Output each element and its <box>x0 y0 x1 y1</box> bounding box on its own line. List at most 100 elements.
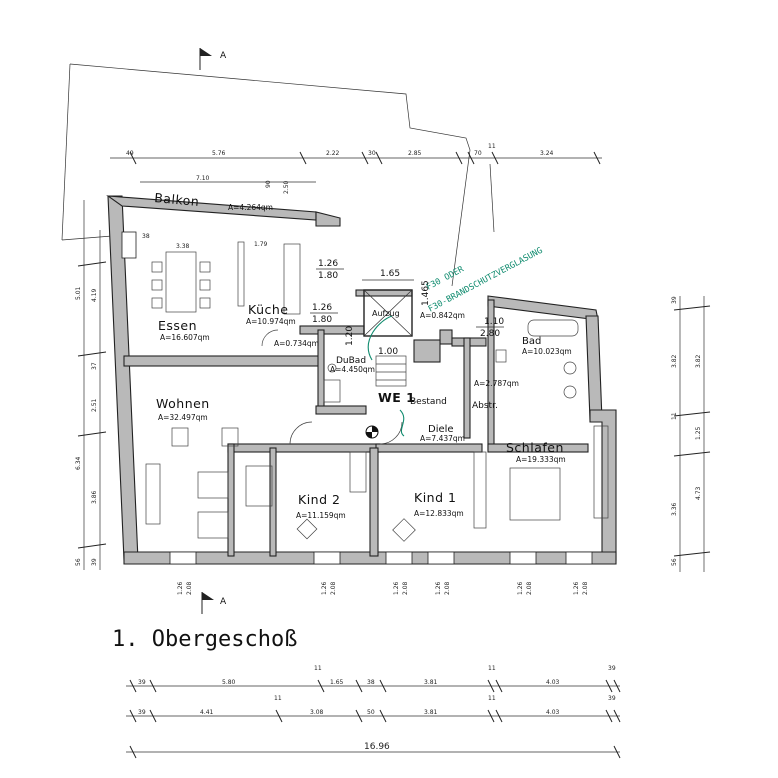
svg-text:3.86: 3.86 <box>91 490 98 504</box>
svg-text:2.80: 2.80 <box>480 329 500 339</box>
svg-text:3.82: 3.82 <box>695 354 702 368</box>
svg-text:5.01: 5.01 <box>75 286 82 300</box>
opening-dims: 3.38 1.79 38 1.26 1.80 1.26 1.80 1.65 1.… <box>142 233 504 357</box>
svg-text:50: 50 <box>367 709 375 716</box>
svg-text:2.50: 2.50 <box>283 180 290 194</box>
area-diele: A=7.437qm <box>420 434 465 443</box>
area-dubad: A=4.450qm <box>330 365 375 374</box>
svg-text:16.96: 16.96 <box>364 742 390 752</box>
svg-text:39: 39 <box>91 558 98 566</box>
dimension-chain-bottom-1: 39 5.80 11 1.65 38 3.81 11 4.03 39 <box>126 665 621 693</box>
page-title: 1. Obergeschoß <box>112 627 297 652</box>
room-kueche: Küche <box>248 302 288 317</box>
room-abstr: Abstr. <box>472 401 498 411</box>
interior-walls <box>123 289 589 557</box>
svg-text:38: 38 <box>367 679 375 686</box>
svg-text:2.85: 2.85 <box>408 150 422 157</box>
svg-text:3.82: 3.82 <box>671 354 678 368</box>
svg-text:1.26: 1.26 <box>517 581 524 595</box>
svg-text:3.08: 3.08 <box>310 709 324 716</box>
svg-text:4.03: 4.03 <box>546 709 560 716</box>
svg-text:39: 39 <box>608 695 616 702</box>
dimension-chain-bottom-2: 39 4.41 11 3.08 50 3.81 11 4.03 39 <box>126 695 621 723</box>
svg-text:1.20: 1.20 <box>345 326 355 346</box>
svg-text:90: 90 <box>265 180 272 188</box>
svg-text:1.26: 1.26 <box>435 581 442 595</box>
area-abstr: A=2.787qm <box>474 379 519 388</box>
svg-text:1.25: 1.25 <box>695 426 702 440</box>
area-kind1: A=12.833qm <box>414 509 464 518</box>
svg-text:1.26: 1.26 <box>573 581 580 595</box>
section-marker-bottom: A <box>201 592 227 614</box>
area-essen: A=16.607qm <box>160 333 210 342</box>
svg-text:2.08: 2.08 <box>444 581 451 595</box>
svg-text:3.81: 3.81 <box>424 709 438 716</box>
svg-text:4.03: 4.03 <box>546 679 560 686</box>
room-we: WE 1 <box>378 390 415 405</box>
svg-text:3.38: 3.38 <box>176 243 190 250</box>
svg-text:39: 39 <box>138 709 146 716</box>
section-marker-label: A <box>220 51 227 61</box>
area-kueche: A=10.974qm <box>246 317 296 326</box>
room-labels: Balkon A=4.264qm Essen A=16.607qm Küche … <box>154 190 572 520</box>
svg-text:39: 39 <box>138 679 146 686</box>
room-kind2: Kind 2 <box>298 492 340 507</box>
svg-text:6.34: 6.34 <box>75 456 82 470</box>
svg-text:1.26: 1.26 <box>321 581 328 595</box>
svg-text:1.00: 1.00 <box>378 347 398 357</box>
svg-text:11: 11 <box>671 412 678 420</box>
svg-text:1.65: 1.65 <box>380 269 400 279</box>
area-schlafen: A=19.333qm <box>516 455 566 464</box>
svg-text:2.51: 2.51 <box>91 398 98 412</box>
svg-text:5.80: 5.80 <box>222 679 236 686</box>
svg-text:2.08: 2.08 <box>402 581 409 595</box>
svg-text:4.19: 4.19 <box>91 288 98 302</box>
svg-text:11: 11 <box>488 665 496 672</box>
svg-text:37: 37 <box>91 362 98 370</box>
svg-text:5.76: 5.76 <box>212 150 226 157</box>
area-wohnen: A=32.497qm <box>158 413 208 422</box>
area-bad: A=10.023qm <box>522 347 572 356</box>
area-aufzug: A=0.842qm <box>420 311 465 320</box>
room-schlafen: Schlafen <box>506 440 564 455</box>
svg-text:30: 30 <box>368 150 376 157</box>
svg-text:2.08: 2.08 <box>526 581 533 595</box>
svg-text:3.24: 3.24 <box>540 150 554 157</box>
dimension-chain-left: 5.01 4.19 37 2.51 6.34 3.86 56 39 <box>75 200 107 570</box>
svg-text:11: 11 <box>274 695 282 702</box>
svg-text:39: 39 <box>608 665 616 672</box>
svg-text:11: 11 <box>488 695 496 702</box>
svg-text:1.26: 1.26 <box>177 581 184 595</box>
room-aufzug: Aufzug <box>372 309 400 318</box>
svg-text:1.79: 1.79 <box>254 241 268 248</box>
dimension-total: 16.96 <box>126 742 621 759</box>
svg-text:1.465: 1.465 <box>421 280 431 306</box>
room-diele: Diele <box>428 424 454 435</box>
section-marker-label: A <box>220 597 227 607</box>
furniture <box>145 241 609 542</box>
room-bestand: Bestand <box>410 397 447 407</box>
room-bad: Bad <box>522 336 541 347</box>
window-dims-bottom: 1.26 2.08 1.26 2.08 1.26 2.08 1.26 2.08 … <box>177 581 589 595</box>
roof-outline <box>69 63 471 287</box>
balkon-dimensions: 7.10 90 2.50 <box>140 175 316 194</box>
svg-text:1.80: 1.80 <box>318 271 338 281</box>
room-dubad: DuBad <box>336 356 366 366</box>
svg-text:2.22: 2.22 <box>326 150 340 157</box>
svg-text:11: 11 <box>488 143 496 150</box>
svg-text:56: 56 <box>671 558 678 566</box>
svg-text:1.26: 1.26 <box>318 259 338 269</box>
svg-text:1.10: 1.10 <box>484 317 504 327</box>
svg-text:1.26: 1.26 <box>312 303 332 313</box>
svg-text:49: 49 <box>126 150 134 157</box>
room-balkon: Balkon <box>154 190 200 209</box>
svg-text:38: 38 <box>142 233 150 240</box>
svg-text:56: 56 <box>75 558 82 566</box>
svg-text:2.08: 2.08 <box>582 581 589 595</box>
svg-text:3.81: 3.81 <box>424 679 438 686</box>
section-marker-top: A <box>199 48 227 70</box>
svg-text:1.65: 1.65 <box>330 679 344 686</box>
dimension-chain-top: 49 5.76 2.22 30 2.85 70 11 3.24 <box>110 143 602 165</box>
area-balkon: A=4.264qm <box>228 203 273 212</box>
